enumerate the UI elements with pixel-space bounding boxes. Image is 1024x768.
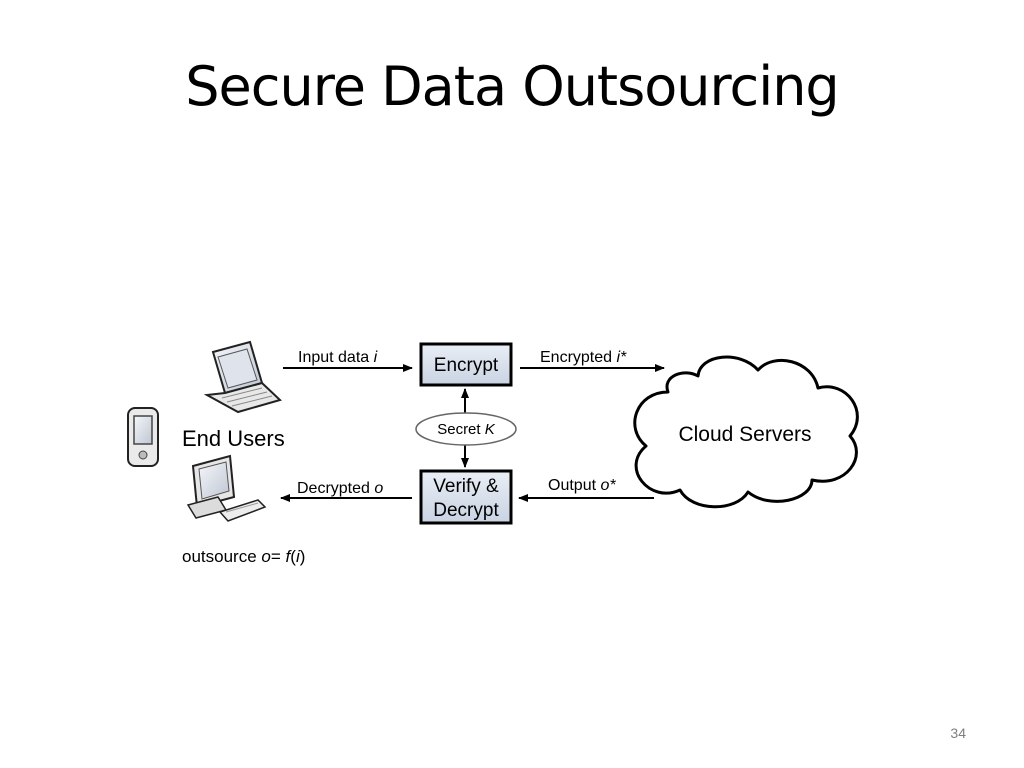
phone-icon [127, 407, 159, 467]
verify-decrypt-box: Verify & Decrypt [419, 469, 513, 525]
input-data-label: Input data i [298, 349, 378, 366]
outsource-formula: outsource o= f(i) [182, 547, 305, 566]
decrypt-label: Decrypt [433, 500, 499, 521]
decrypted-label: Decrypted o [297, 480, 383, 497]
secret-key-ellipse: Secret K [415, 412, 517, 446]
desktop-icon [186, 454, 267, 522]
output-label: Output o* [548, 477, 616, 494]
laptop-icon [203, 340, 282, 414]
encrypt-label: Encrypt [434, 355, 499, 376]
secret-key-label: Secret K [437, 421, 496, 438]
slide-title: Secure Data Outsourcing [185, 55, 839, 118]
cloud-servers-label: Cloud Servers [678, 423, 811, 446]
page-number: 34 [950, 725, 966, 741]
end-users-label: End Users [182, 426, 285, 451]
encrypted-label: Encrypted i* [540, 349, 627, 366]
encrypt-box: Encrypt [419, 342, 513, 387]
verify-label: Verify & [433, 476, 499, 497]
cloud-shape: Cloud Servers [633, 355, 859, 509]
